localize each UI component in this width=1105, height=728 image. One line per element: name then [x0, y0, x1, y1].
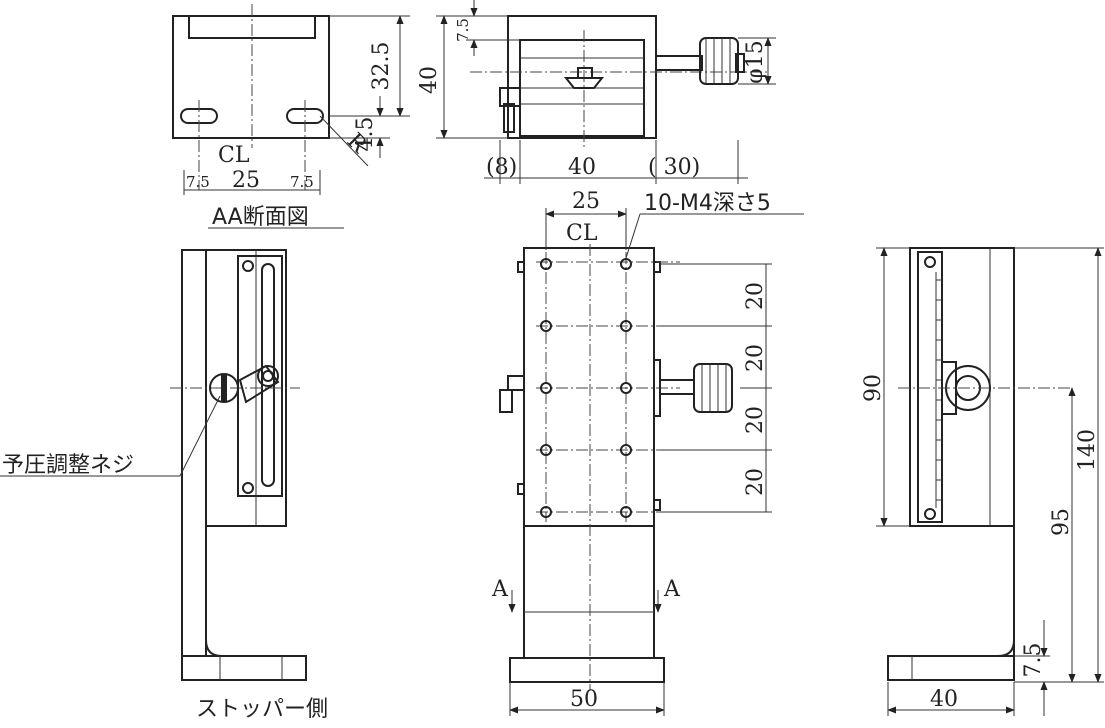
- aa-section-view: 32.5 4.5 R CL 7.5 25 7.5 AA断面図: [172, 4, 410, 230]
- cl-label-top: CL: [218, 143, 250, 168]
- aa-right-dim: 7.5: [290, 173, 314, 191]
- section-mark-left: A: [491, 577, 509, 602]
- aa-slot-dim: 4.5: [353, 117, 378, 152]
- knob-dia-dim: φ15: [743, 40, 768, 83]
- pitch-dim-2: 20: [743, 344, 768, 372]
- pitch-dim-3: 20: [743, 406, 768, 434]
- cl-label-front: CL: [566, 221, 598, 246]
- right-travel-dim: 90: [861, 374, 886, 402]
- thread-hole: [540, 258, 632, 518]
- top-offset-dim: 7.5: [454, 18, 472, 42]
- top-knob-dim: ( 30): [648, 155, 700, 180]
- right-total-dim: 140: [1075, 429, 1100, 471]
- left-side-view: 予圧調整ネジ ストッパー側: [0, 249, 328, 722]
- top-view: 40 7.5 φ15 (8) 40 ( 30): [417, 0, 776, 184]
- right-base-dim: 7.5: [1021, 643, 1046, 678]
- base-width-dim: 50: [570, 687, 598, 712]
- front-hole-spacing-dim: 25: [572, 189, 600, 214]
- pitch-dim-1: 20: [743, 282, 768, 310]
- right-center-dim: 95: [1049, 508, 1074, 536]
- aa-left-dim: 7.5: [186, 173, 210, 191]
- top-height-dim: 40: [417, 66, 442, 94]
- thread-note: 10-M4深さ5: [644, 191, 771, 216]
- top-left-dim: (8): [486, 155, 517, 180]
- stopper-side-label: ストッパー側: [196, 697, 328, 722]
- section-title: AA断面図: [212, 205, 309, 230]
- pitch-dim-4: 20: [743, 468, 768, 496]
- preload-screw-label: 予圧調整ネジ: [2, 453, 134, 478]
- aa-mid-dim: 25: [232, 168, 260, 193]
- front-view: 20 20 20 20 25 CL 10-M4深さ5 A A 50: [491, 189, 804, 716]
- scale-ruler: [935, 272, 942, 508]
- section-mark-right: A: [663, 577, 681, 602]
- aa-height-dim: 32.5: [369, 42, 394, 91]
- right-side-view: 90 140 95 7.5 40: [861, 247, 1104, 716]
- top-width-dim: 40: [568, 155, 596, 180]
- right-width-dim: 40: [930, 687, 958, 712]
